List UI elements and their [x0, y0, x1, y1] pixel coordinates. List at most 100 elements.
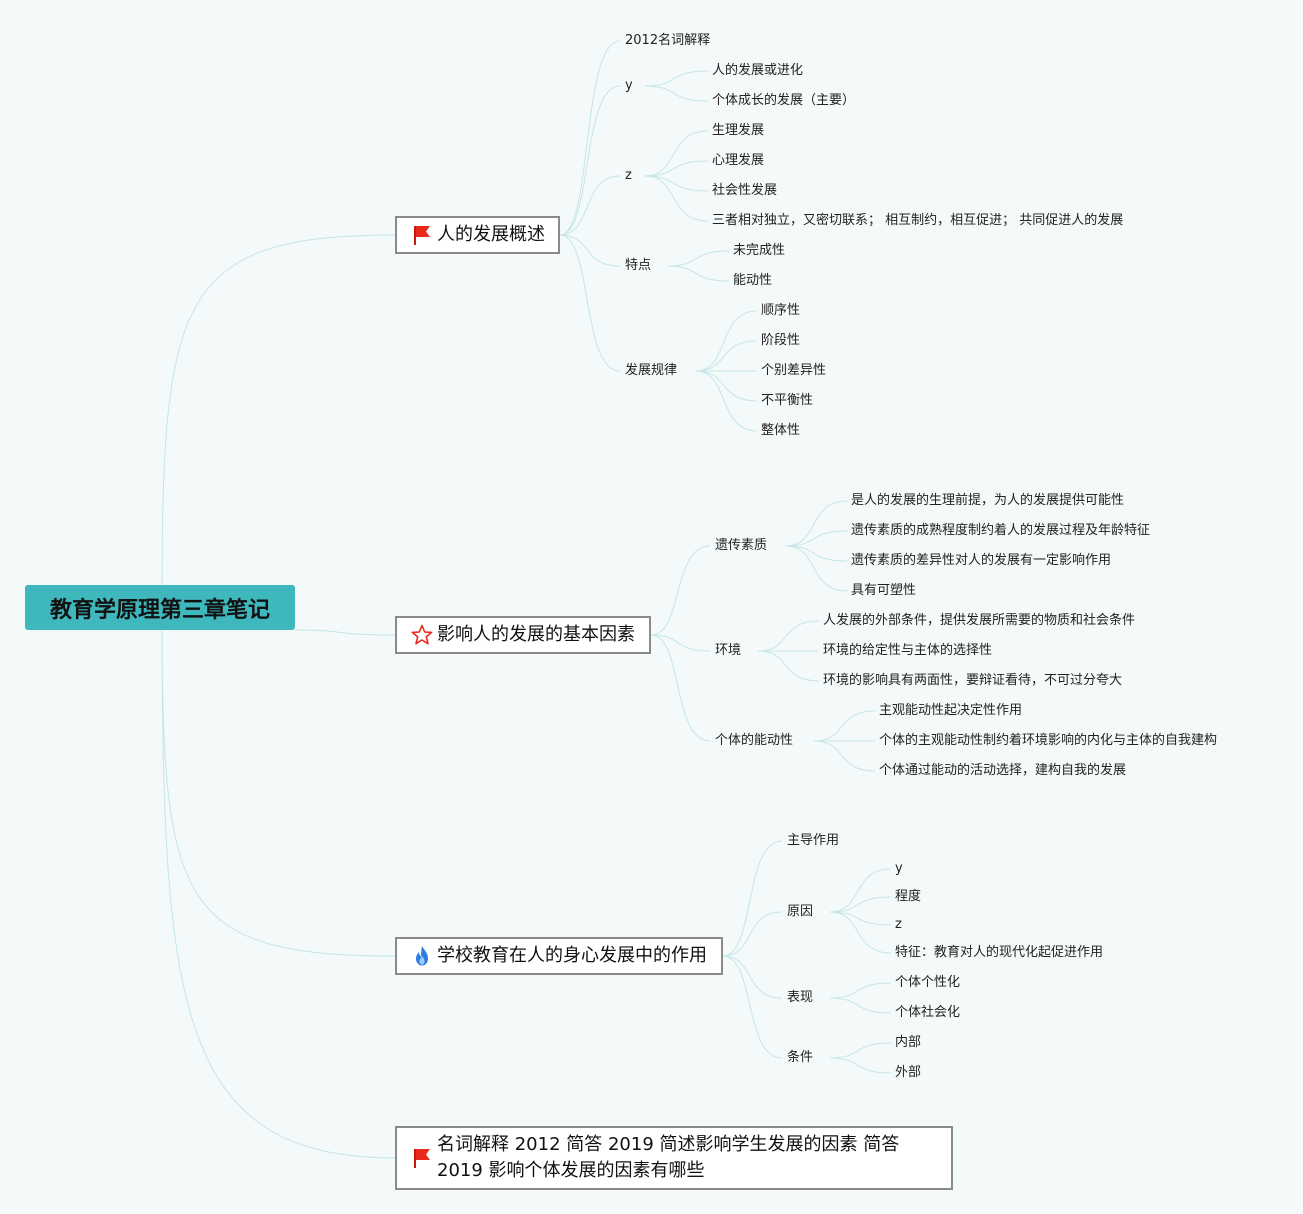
connector-line: [161, 234, 396, 608]
leaf-item[interactable]: 个体个性化: [895, 975, 961, 990]
connector-line: [829, 1042, 892, 1059]
connector-line: [644, 70, 709, 87]
subtopic-conditions[interactable]: 条件: [787, 1050, 814, 1065]
blue-flame-icon: [411, 945, 433, 967]
subtopic-features[interactable]: 特点: [625, 258, 652, 273]
main-topic-human-development-overview[interactable]: 人的发展概述: [395, 216, 560, 254]
connector-line: [829, 896, 892, 913]
leaf-item[interactable]: 遗传素质的差异性对人的发展有一定影响作用: [851, 553, 1112, 568]
connector-line: [695, 340, 758, 372]
connector-line: [559, 175, 621, 236]
subtopic-individual-agency[interactable]: 个体的能动性: [715, 733, 794, 748]
connector-line: [644, 175, 709, 192]
subtopic-manifestation[interactable]: 表现: [787, 990, 814, 1005]
leaf-item[interactable]: 遗传素质的成熟程度制约着人的发展过程及年龄特征: [851, 523, 1151, 538]
connector-line: [559, 85, 621, 236]
connector-line: [722, 955, 783, 999]
subtopic-z[interactable]: z: [625, 168, 632, 183]
leaf-item[interactable]: 顺序性: [761, 303, 801, 318]
connector-line: [644, 85, 709, 102]
connector-line: [722, 955, 783, 1059]
leaf-item[interactable]: 不平衡性: [761, 393, 814, 408]
connector-line: [644, 175, 709, 222]
subtopic-leading-role[interactable]: 主导作用: [787, 833, 840, 848]
leaf-item[interactable]: 外部: [895, 1065, 922, 1080]
connector-line: [667, 265, 730, 282]
leaf-item[interactable]: 生理发展: [712, 123, 765, 138]
connector-line: [785, 545, 848, 562]
leaf-item[interactable]: 程度: [895, 889, 922, 904]
subtopic-development-laws[interactable]: 发展规律: [625, 363, 678, 378]
connector-line: [644, 130, 709, 177]
leaf-item[interactable]: 能动性: [733, 273, 773, 288]
connector-line: [650, 634, 711, 742]
main-topic-label: 人的发展概述: [437, 224, 545, 245]
connector-line: [650, 545, 711, 636]
connector-line: [813, 740, 876, 772]
connector-line: [722, 840, 783, 957]
leaf-item[interactable]: 阶段性: [761, 333, 801, 348]
leaf-item[interactable]: z: [895, 917, 902, 932]
red-flag-icon: [411, 224, 433, 246]
connector-line: [757, 620, 820, 652]
leaf-item[interactable]: 个体社会化: [895, 1005, 961, 1020]
leaf-item[interactable]: 主观能动性起决定性作用: [879, 703, 1023, 718]
leaf-item[interactable]: 个体成长的发展（主要）: [712, 93, 856, 108]
subtopic-environment[interactable]: 环境: [715, 643, 742, 658]
leaf-item[interactable]: 是人的发展的生理前提，为人的发展提供可能性: [851, 493, 1125, 508]
leaf-item[interactable]: 人发展的外部条件，提供发展所需要的物质和社会条件: [823, 613, 1136, 628]
leaf-item[interactable]: 特征：教育对人的现代化起促进作用: [895, 945, 1104, 960]
subtopic-term-2012[interactable]: 2012名词解释: [625, 33, 711, 48]
connector-line: [813, 710, 876, 742]
connector-line: [650, 634, 711, 652]
leaf-item[interactable]: 心理发展: [712, 153, 765, 168]
leaf-item[interactable]: 个体的主观能动性制约着环境影响的内化与主体的自我建构: [879, 733, 1218, 748]
root-title: 教育学原理第三章笔记: [49, 597, 270, 623]
connector-line: [757, 650, 820, 682]
connector-line: [695, 310, 758, 372]
main-topic-label: 名词解释 2012 简答 2019 简述影响学生发展的因素 简答 2019 影响…: [437, 1134, 900, 1181]
root-topic[interactable]: 教育学原理第三章笔记: [25, 585, 295, 630]
subtopic-reasons[interactable]: 原因: [787, 904, 814, 919]
main-topic-exam-notes[interactable]: 名词解释 2012 简答 2019 简述影响学生发展的因素 简答 2019 影响…: [395, 1126, 953, 1190]
connector-line: [785, 500, 848, 547]
connector-line: [829, 911, 892, 926]
connector-line: [161, 606, 396, 1159]
leaf-item[interactable]: 内部: [895, 1035, 922, 1050]
leaf-item[interactable]: 环境的影响具有两面性，要辩证看待，不可过分夸大: [823, 673, 1123, 688]
connector-line: [829, 868, 892, 913]
connector-line: [829, 1057, 892, 1074]
connector-line: [644, 160, 709, 177]
main-topic-basic-factors[interactable]: 影响人的发展的基本因素: [395, 616, 651, 654]
leaf-item[interactable]: 具有可塑性: [851, 583, 917, 598]
leaf-item[interactable]: 社会性发展: [712, 183, 778, 198]
leaf-item[interactable]: 未完成性: [733, 243, 786, 258]
red-flag-icon: [411, 1147, 433, 1169]
main-topic-label: 影响人的发展的基本因素: [437, 624, 635, 645]
connector-line: [559, 40, 621, 236]
connector-line: [722, 911, 783, 957]
connector-line: [667, 250, 730, 267]
connector-line: [695, 370, 758, 402]
leaf-item[interactable]: 人的发展或进化: [712, 63, 804, 78]
main-topic-school-education-role[interactable]: 学校教育在人的身心发展中的作用: [395, 937, 723, 975]
leaf-item[interactable]: 个别差异性: [761, 363, 827, 378]
leaf-item[interactable]: 环境的给定性与主体的选择性: [823, 643, 993, 658]
connector-line: [785, 545, 848, 592]
leaf-item[interactable]: 整体性: [761, 423, 801, 438]
connector-line: [559, 234, 621, 267]
leaf-item[interactable]: 个体通过能动的活动选择，建构自我的发展: [879, 763, 1127, 778]
subtopic-heredity[interactable]: 遗传素质: [715, 538, 768, 553]
connector-line: [829, 982, 892, 999]
connector-line: [294, 629, 396, 636]
main-topic-label: 学校教育在人的身心发展中的作用: [437, 945, 707, 966]
connector-line: [161, 606, 396, 957]
leaf-item[interactable]: 三者相对独立，又密切联系； 相互制约，相互促进； 共同促进人的发展: [712, 213, 1124, 228]
connector-line: [785, 530, 848, 547]
connector-line: [695, 370, 758, 432]
red-star-outline-icon: [411, 624, 433, 646]
subtopic-y[interactable]: y: [625, 78, 633, 93]
leaf-item[interactable]: y: [895, 861, 903, 876]
